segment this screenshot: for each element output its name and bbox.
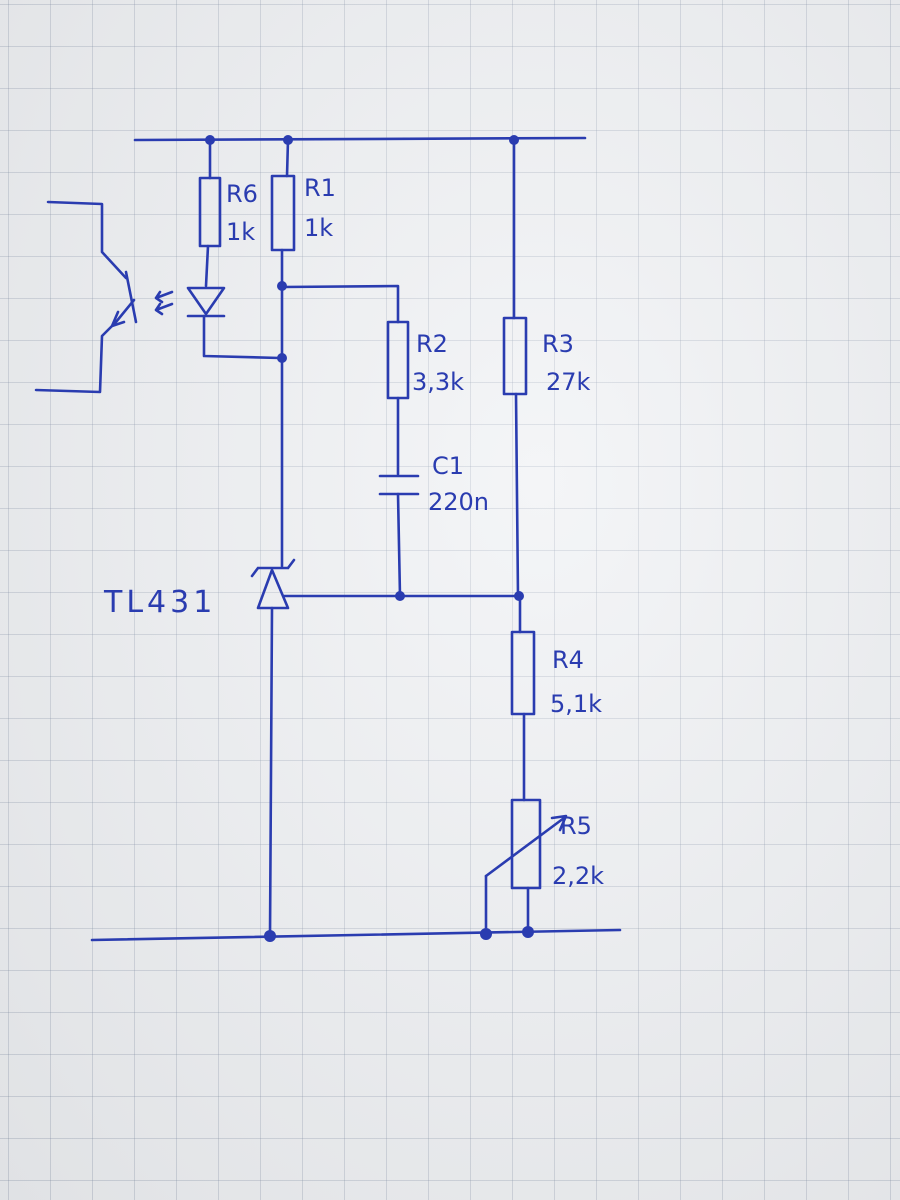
r1-branch — [250, 138, 522, 938]
c1-name-label: C1 — [432, 452, 464, 480]
optocoupler-transistor — [34, 200, 138, 394]
light-arrows-icon — [154, 290, 174, 316]
r5-name-label: R5 — [560, 812, 592, 840]
r1-resistor-body — [270, 174, 296, 252]
r6-name-label: R6 — [226, 180, 258, 208]
junction-dot — [395, 591, 405, 601]
r1-value-label: 1k — [304, 214, 333, 242]
r1-name-label: R1 — [304, 174, 336, 202]
r4-value-label: 5,1k — [550, 690, 602, 718]
r2-resistor-body — [386, 320, 410, 400]
r2-c1-branch — [280, 284, 420, 598]
junction-dot — [522, 926, 534, 938]
r3-resistor-body — [502, 316, 528, 396]
bottom-rail-wire — [90, 928, 622, 942]
tl431-label: TL431 — [103, 585, 216, 620]
r5-value-label: 2,2k — [552, 862, 604, 890]
r2-name-label: R2 — [416, 330, 448, 358]
led-symbol — [186, 286, 226, 316]
junction-dot — [283, 135, 293, 145]
r2-value-label: 3,3k — [412, 368, 464, 396]
r3-r4-r5-branch — [484, 138, 568, 936]
r3-value-label: 27k — [546, 368, 591, 396]
junction-dot — [480, 928, 492, 940]
r3-name-label: R3 — [542, 330, 574, 358]
r5-resistor-body — [510, 798, 542, 890]
r5-wiper-arrow — [484, 814, 568, 878]
r6-resistor-body — [198, 176, 222, 248]
junction-dot — [509, 135, 519, 145]
r6-value-label: 1k — [226, 218, 255, 246]
junction-dot — [277, 353, 287, 363]
r6-branch — [154, 138, 282, 360]
junction-dot — [264, 930, 276, 942]
c1-value-label: 220n — [428, 488, 489, 516]
tl431-symbol — [256, 568, 290, 610]
junction-dot — [205, 135, 215, 145]
junction-dot — [514, 591, 524, 601]
r4-resistor-body — [510, 630, 536, 716]
c1-capacitor-plates — [378, 474, 420, 496]
r4-name-label: R4 — [552, 646, 584, 674]
junction-dot — [277, 281, 287, 291]
